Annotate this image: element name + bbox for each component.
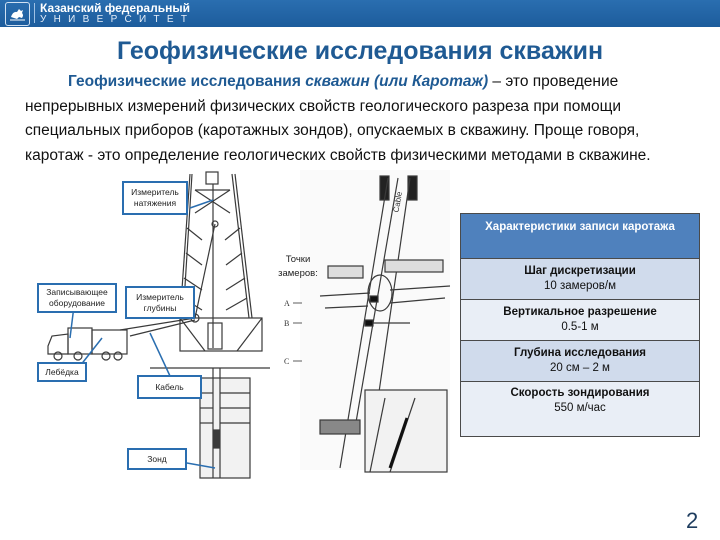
measurement-points-label: Точки замеров: [278,254,318,279]
point-a-label: A [284,299,290,308]
university-subtitle: УНИВЕРСИТЕТ [40,14,195,25]
callout-depth-meter: Измеритель глубины [125,286,195,319]
row-value: 550 м/час [554,402,606,414]
callout-recording-equipment: Записывающее оборудование [37,283,117,313]
point-c-label: C [284,357,289,366]
header-bar: Казанский федеральный УНИВЕРСИТЕТ [0,0,720,27]
page-title: Геофизические исследования скважин [116,37,604,65]
intro-line1-rest: – это проведение [488,73,619,90]
kfu-logo-icon [5,2,30,26]
intro-paragraph: Геофизические исследования скважин (или … [25,70,705,168]
page-number: 2 [686,508,699,533]
cable-text: Cable [392,190,405,213]
table-row: Скорость зондирования 550 м/час [460,381,700,437]
point-b-label: B [284,319,289,328]
header-divider [34,3,35,23]
intro-line4: каротаж - это определение геологических … [25,146,651,164]
row-name: Шаг дискретизации [524,265,636,277]
row-value: 10 замеров/м [544,280,616,292]
intro-line2: непрерывных измерений физических свойств… [25,97,622,115]
table-header: Характеристики записи каротажа [460,213,700,259]
row-name: Скорость зондирования [510,387,650,399]
term-bold: Геофизические исследования [68,73,306,90]
intro-line3: специальных приборов (каротажных зондов)… [25,122,640,139]
row-name: Глубина исследования [514,347,646,359]
callout-probe: Зонд [127,448,187,470]
table-row: Шаг дискретизации 10 замеров/м [460,258,700,300]
row-name: Вертикальное разрешение [503,306,657,318]
callout-winch: Лебёдка [37,362,87,382]
table-row: Вертикальное разрешение 0.5-1 м [460,299,700,341]
logging-characteristics-table: Характеристики записи каротажа Шаг дискр… [460,213,700,437]
logging-rig-diagram [47,171,270,479]
callout-tension-meter: Измеритель натяжения [122,181,188,215]
table-row: Глубина исследования 20 см – 2 м [460,340,700,382]
row-value: 0.5-1 м [561,321,599,333]
callout-cable: Кабель [137,375,202,399]
borehole-section-diagram: Cable A B C [284,170,451,473]
university-name: Казанский федеральный [40,1,190,15]
row-value: 20 см – 2 м [550,362,610,374]
term-italic: скважин (или Каротаж) [305,73,489,90]
